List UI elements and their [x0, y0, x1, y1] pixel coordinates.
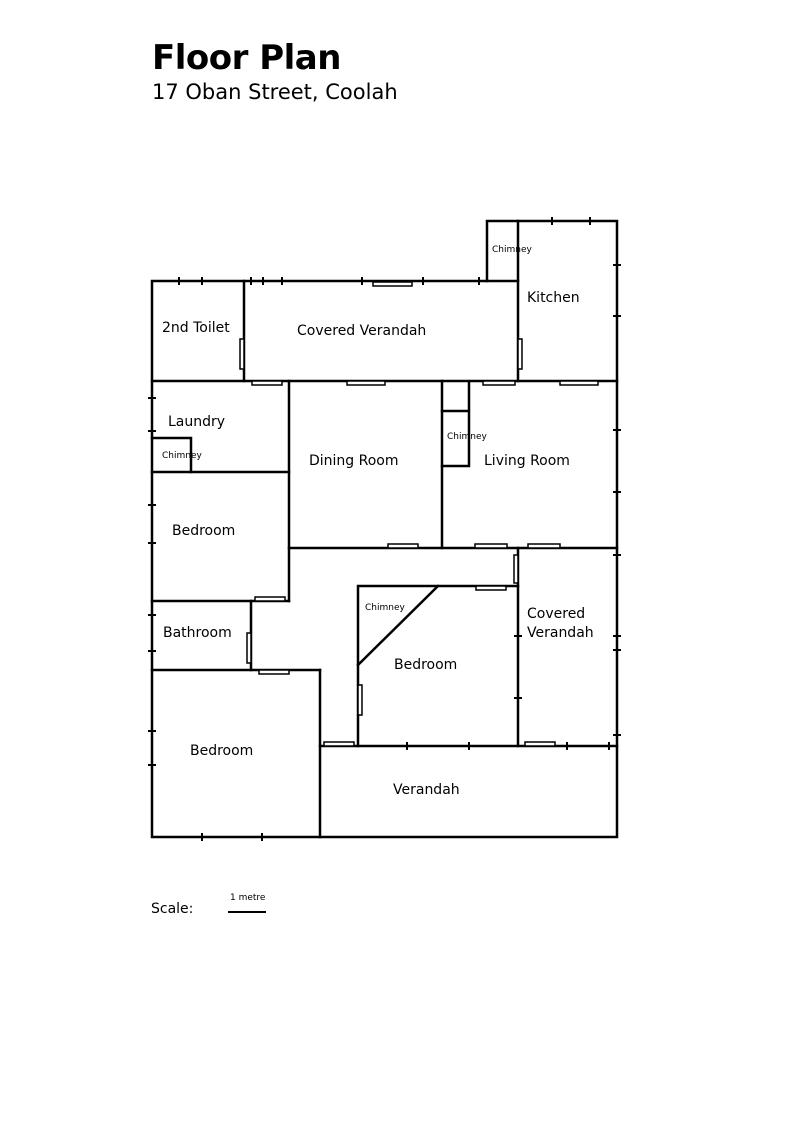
room-label-laundry: Laundry	[168, 414, 225, 430]
scale-unit: 1 metre	[230, 893, 266, 903]
window	[482, 380, 516, 386]
scale-label: Scale:	[151, 901, 193, 917]
windows	[239, 281, 599, 747]
room-label-dining-room: Dining Room	[309, 453, 399, 469]
room-label-kitchen: Kitchen	[527, 290, 580, 306]
scale-bar: Scale: 1 metre	[151, 893, 266, 917]
room-label-covered-verandah-east-2: Verandah	[527, 625, 594, 641]
room-label-bathroom: Bathroom	[163, 625, 232, 641]
room-label-chimney-laundry: Chimney	[162, 451, 202, 461]
window	[323, 741, 355, 747]
window	[513, 554, 519, 584]
chimney-living	[440, 381, 471, 468]
room-label-covered-verandah-east: Covered	[527, 606, 585, 622]
window	[517, 338, 523, 370]
chimney-laundry	[150, 436, 193, 474]
wall-ticks	[148, 217, 621, 841]
window	[559, 380, 599, 386]
room-label-chimney-living: Chimney	[447, 432, 487, 442]
window	[357, 684, 363, 716]
address: 17 Oban Street, Coolah	[152, 80, 398, 104]
room-label-bedroom-center: Bedroom	[394, 657, 457, 673]
window	[246, 632, 252, 664]
chimney-diagonal	[356, 584, 440, 667]
window	[475, 585, 507, 591]
window	[239, 338, 245, 370]
window	[258, 669, 290, 675]
window	[527, 543, 561, 549]
room-label-chimney-kitchen: Chimney	[492, 245, 532, 255]
room-label-verandah: Verandah	[393, 782, 460, 798]
window	[251, 380, 283, 386]
room-label-covered-verandah: Covered Verandah	[297, 323, 426, 339]
room-label-bedroom-southwest: Bedroom	[190, 743, 253, 759]
window	[524, 741, 556, 747]
window	[346, 380, 386, 386]
window	[474, 543, 508, 549]
room-labels: 2nd Toilet Covered Verandah Chimney Kitc…	[162, 245, 594, 798]
room-label-chimney-bedroom: Chimney	[365, 603, 405, 613]
room-label-bedroom-west: Bedroom	[172, 523, 235, 539]
window	[387, 543, 419, 549]
window	[372, 281, 413, 287]
room-label-living-room: Living Room	[484, 453, 570, 469]
window	[254, 596, 286, 602]
page-title: Floor Plan	[152, 38, 341, 78]
room-label-2nd-toilet: 2nd Toilet	[162, 320, 230, 336]
